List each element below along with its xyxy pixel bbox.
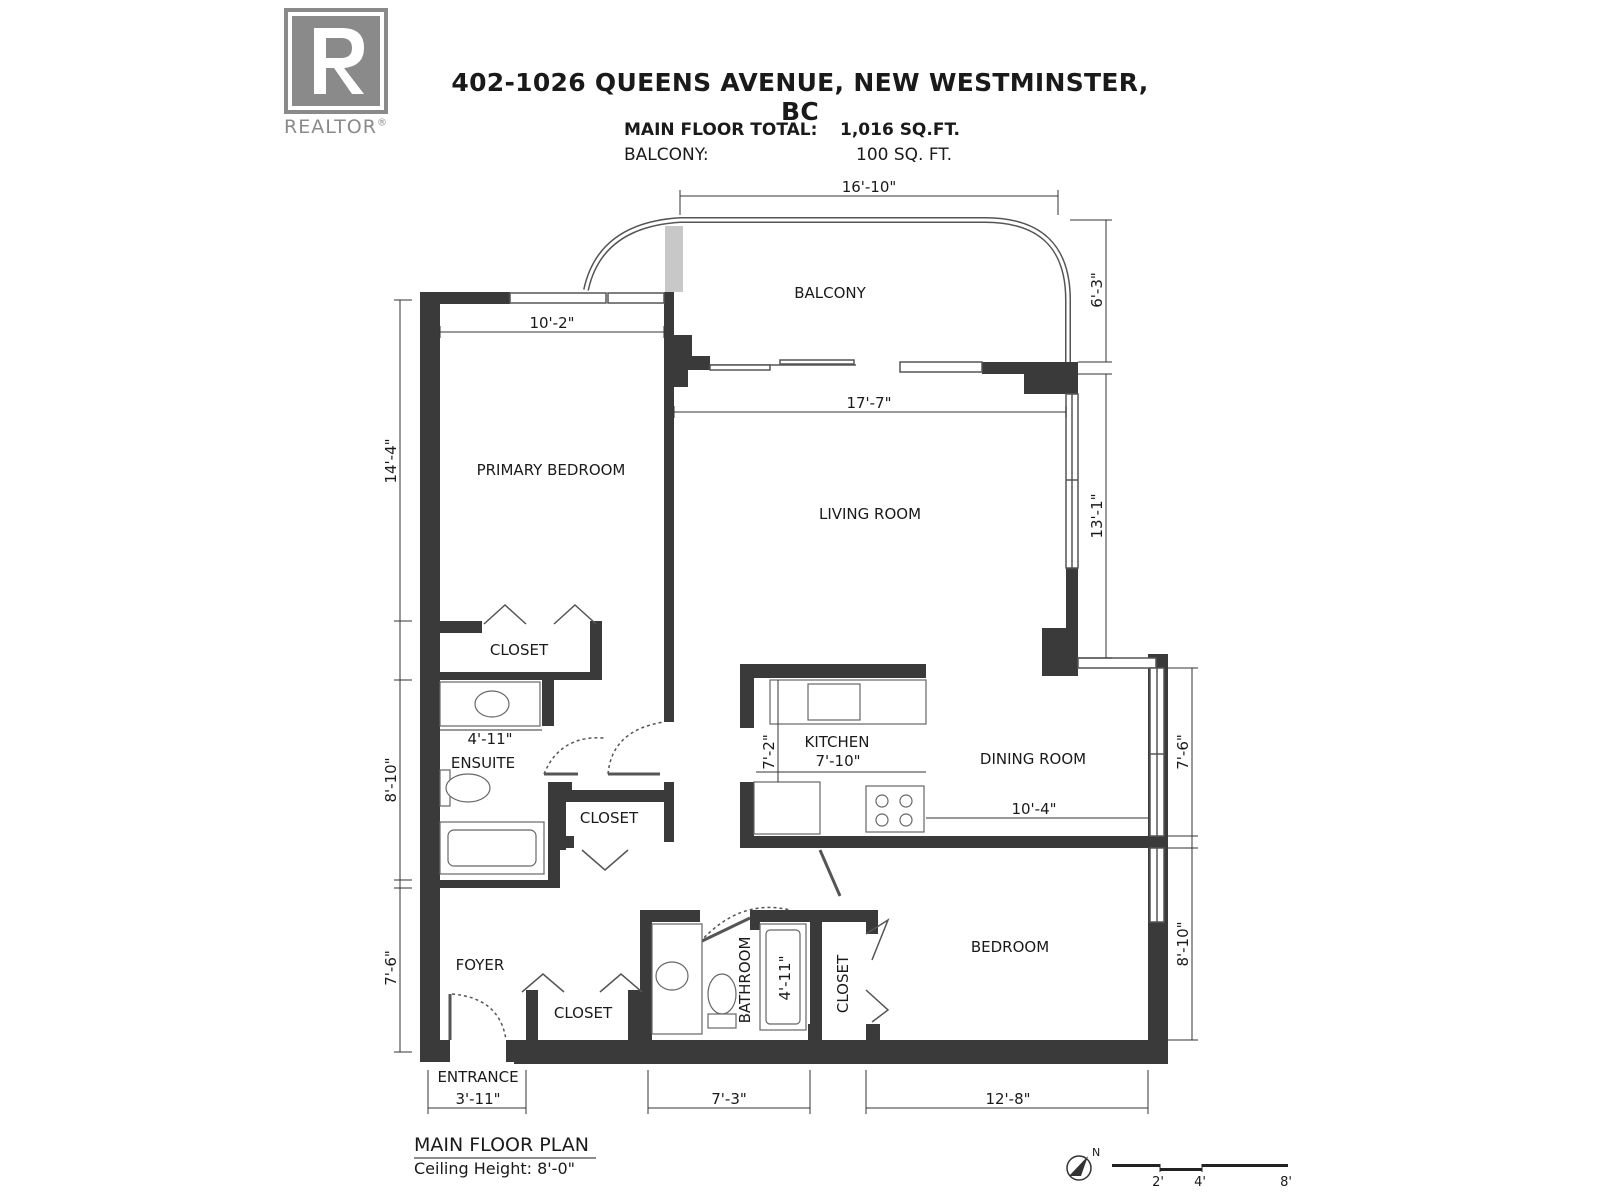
room-closet-hall: CLOSET [580, 809, 639, 827]
dim-ensuite-length: 8'-10" [382, 757, 400, 802]
room-closet-foyer: CLOSET [554, 1004, 613, 1022]
dim-entrance-width: 3'-11" [455, 1090, 500, 1108]
fixtures [439, 679, 927, 1035]
room-closet-bedroom: CLOSET [834, 954, 852, 1013]
room-dining-room: DINING ROOM [980, 750, 1086, 768]
sliding-door [709, 359, 856, 371]
main-floor-label: MAIN FLOOR TOTAL: [624, 120, 818, 140]
room-kitchen: KITCHEN [805, 733, 870, 751]
dim-primary-length: 14'-4" [382, 438, 400, 483]
realtor-logo: REALTOR® [284, 8, 394, 138]
dim-foyer-length: 7'-6" [382, 950, 400, 986]
room-living-room: LIVING ROOM [819, 505, 921, 523]
dim-bath-block-width: 7'-3" [711, 1090, 747, 1108]
room-ensuite: ENSUITE [451, 754, 515, 772]
dim-balcony-width: 16'-10" [842, 178, 897, 196]
room-labels: BALCONY PRIMARY BEDROOM LIVING ROOM CLOS… [437, 284, 1086, 1086]
dim-ensuite-width: 4'-11" [467, 730, 512, 748]
realtor-r-icon [284, 8, 388, 114]
room-balcony: BALCONY [794, 284, 866, 302]
room-foyer: FOYER [456, 956, 505, 974]
room-bathroom: BATHROOM [736, 937, 754, 1024]
dim-bedroom-length: 8'-10" [1174, 921, 1192, 966]
page-title: 402-1026 QUEENS AVENUE, NEW WESTMINSTER,… [451, 68, 1149, 126]
scale-label-2: 2' [1152, 1175, 1164, 1190]
scale-label-8: 8' [1280, 1175, 1292, 1190]
dim-dining-width: 10'-4" [1011, 800, 1056, 818]
logo-reg: ® [376, 117, 388, 129]
dim-bath-width: 4'-11" [776, 955, 794, 1000]
windows [509, 292, 1165, 923]
scale-label-4: 4' [1194, 1175, 1206, 1190]
dimension-labels: 16'-10" 10'-2" 17'-7" 4'-11" 7'-10" 10'-… [382, 178, 1192, 1108]
room-entrance: ENTRANCE [437, 1068, 518, 1086]
north-label: N [1092, 1146, 1100, 1159]
balcony-value: 100 SQ. FT. [856, 145, 953, 165]
balcony-label: BALCONY: [624, 145, 709, 165]
dim-living-length: 13'-1" [1088, 493, 1106, 538]
dim-primary-width: 10'-2" [529, 314, 574, 332]
dimension-lines [394, 190, 1198, 1114]
room-bedroom: BEDROOM [971, 938, 1049, 956]
dim-balcony-depth: 6'-3" [1088, 272, 1106, 308]
closet-doors [448, 603, 890, 1041]
scale-bar: 2' 4' 8' [1112, 1164, 1292, 1190]
logo-word: REALTOR [284, 116, 377, 138]
room-primary-bedroom: PRIMARY BEDROOM [477, 461, 626, 479]
balcony-post [665, 226, 683, 292]
dim-dining-length: 7'-6" [1174, 734, 1192, 770]
north-arrow-icon: N [1066, 1146, 1100, 1181]
dim-kitchen-depth: 7'-2" [760, 734, 778, 770]
plan-title: MAIN FLOOR PLAN [414, 1134, 589, 1156]
ceiling-height: Ceiling Height: 8'-0" [414, 1159, 575, 1178]
balcony-rail [583, 217, 1071, 362]
dim-bedroom-width: 12'-8" [985, 1090, 1030, 1108]
dim-kitchen-width: 7'-10" [815, 752, 860, 770]
main-floor-value: 1,016 SQ.FT. [840, 120, 960, 140]
dim-living-width: 17'-7" [846, 394, 891, 412]
room-closet-primary: CLOSET [490, 641, 549, 659]
